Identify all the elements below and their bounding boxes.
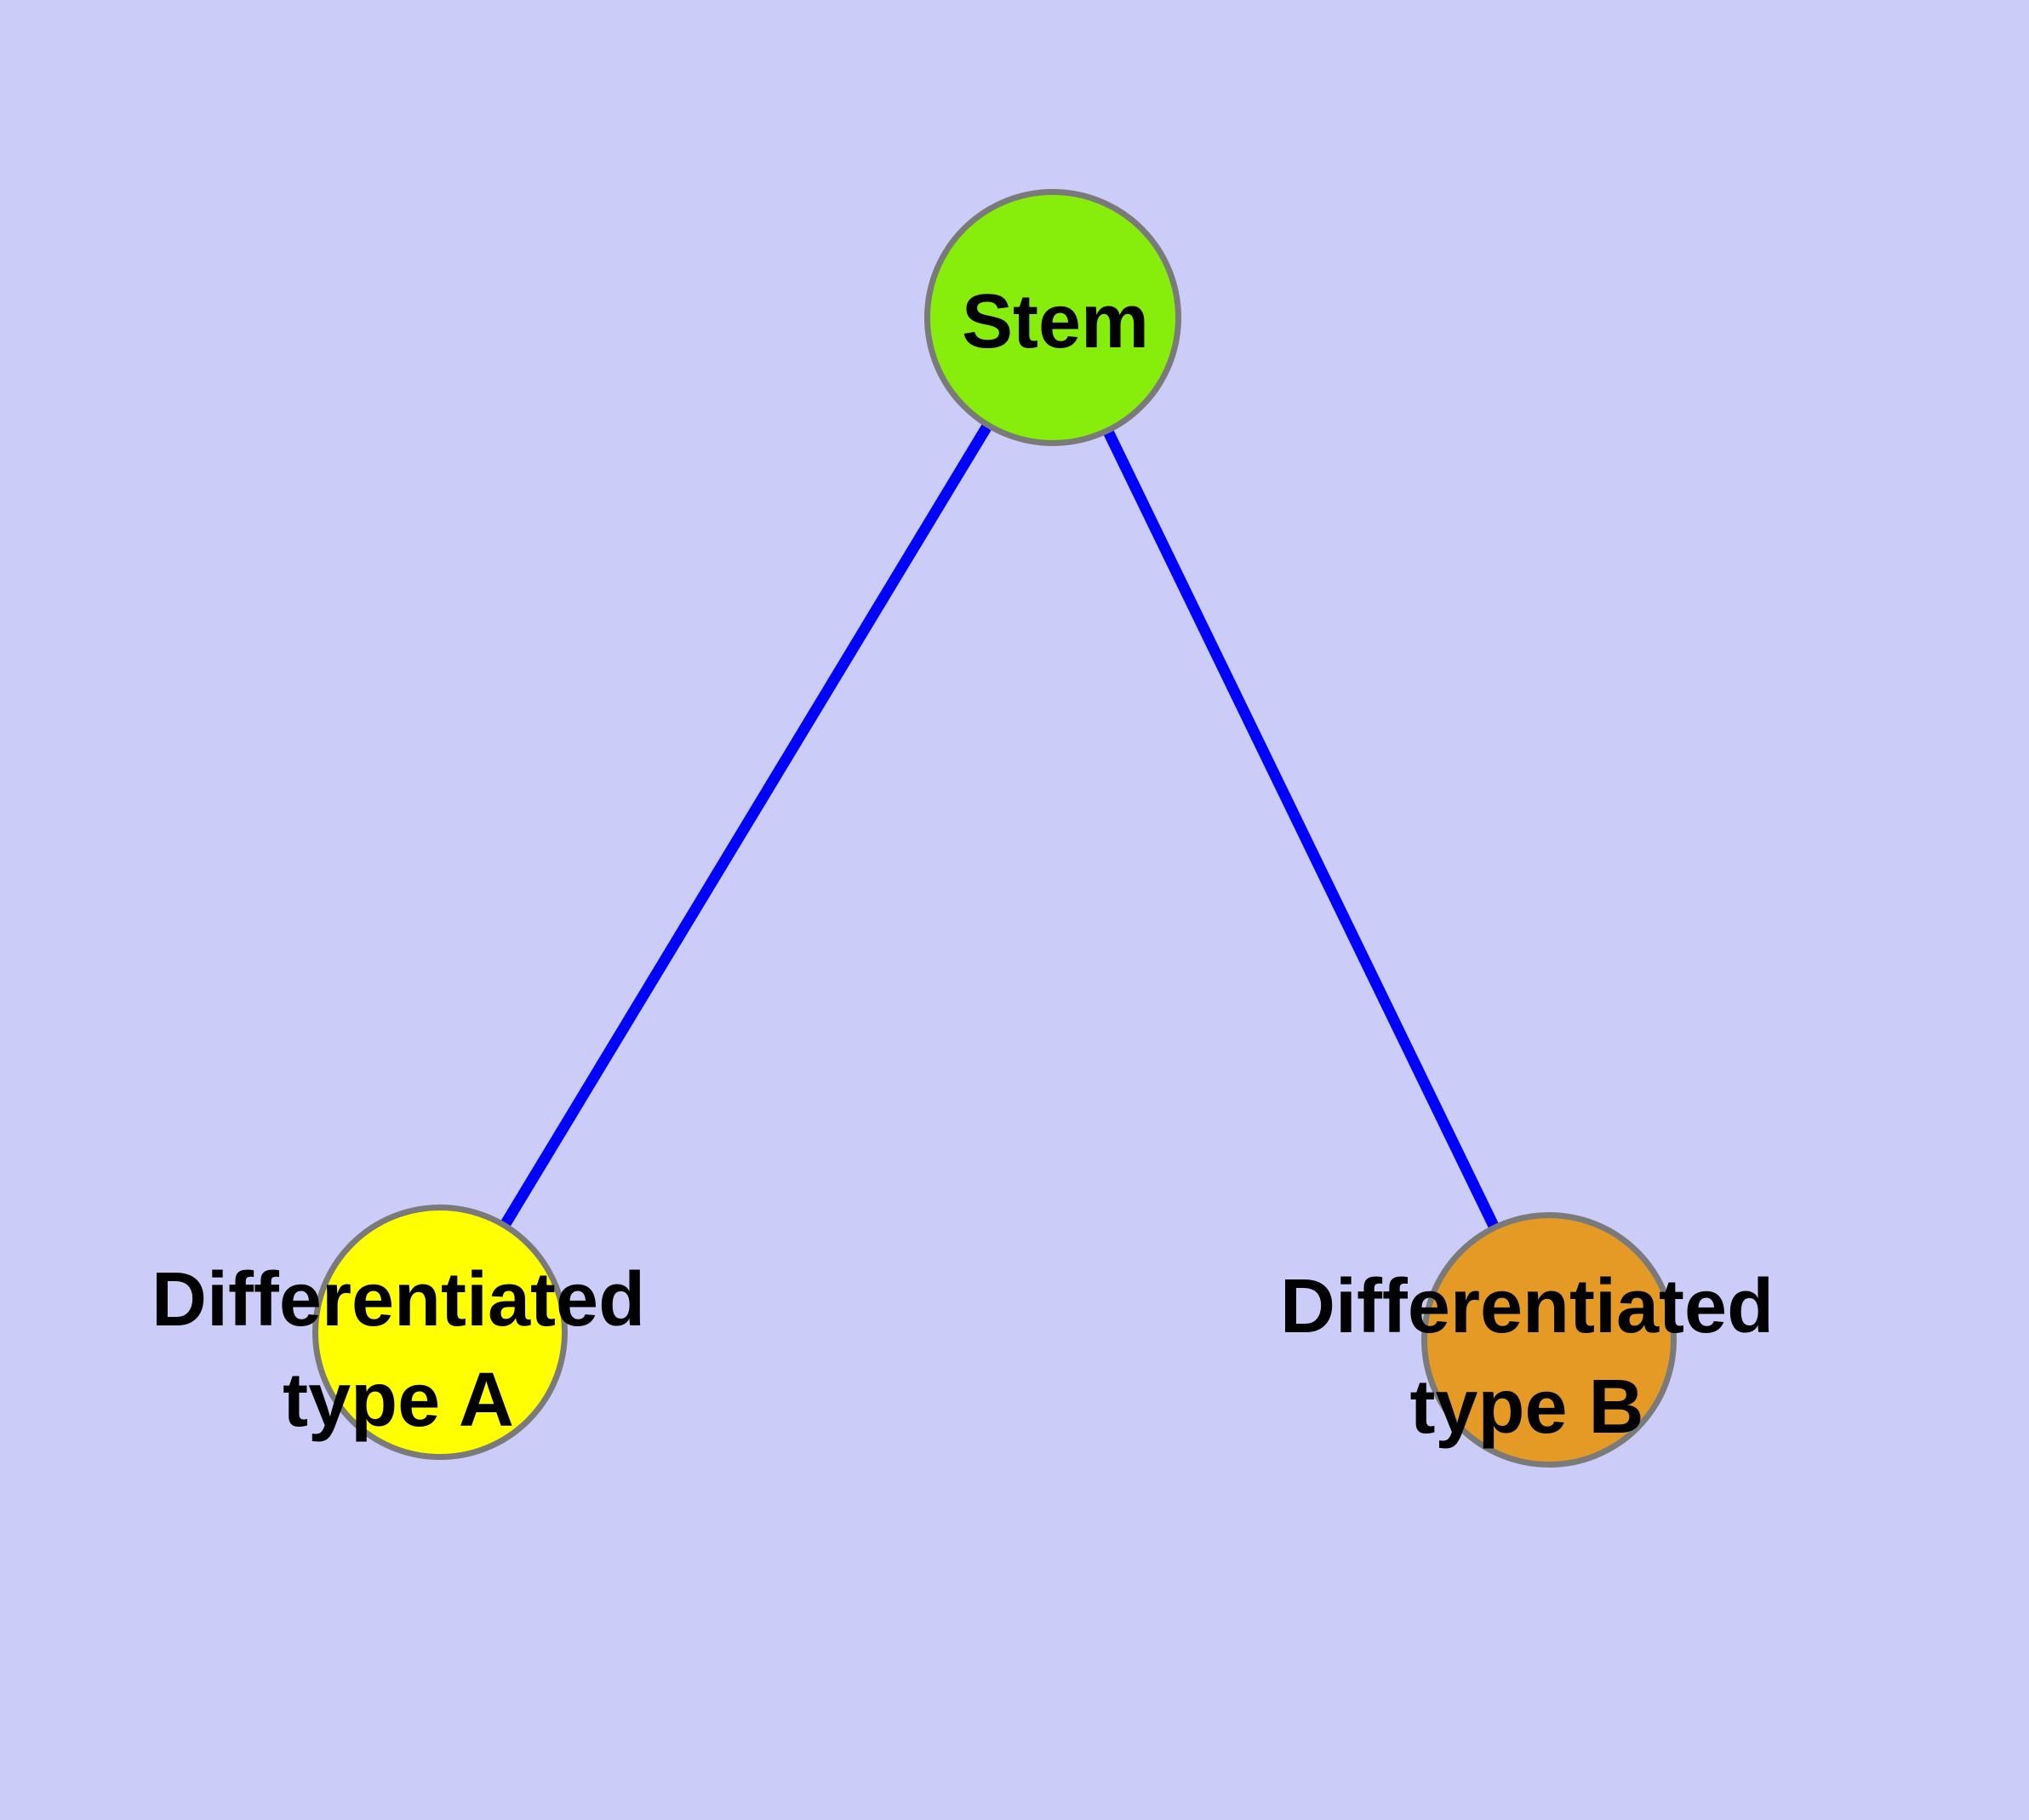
node-type-a-label: Differentiated type A	[151, 1250, 645, 1451]
node-type-b-label-line-2: type B	[1409, 1365, 1644, 1450]
node-type-b-label-line-1: Differentiated	[1279, 1264, 1775, 1349]
node-type-a-label-line-2: type A	[283, 1358, 514, 1443]
edge-stem-to-type-b	[1048, 315, 1554, 1342]
node-type-b-label: Differentiated type B	[1280, 1256, 1774, 1457]
node-stem-label-text: Stem	[961, 279, 1150, 364]
node-stem-label: Stem	[962, 272, 1149, 372]
node-differentiated-type-a	[312, 1205, 568, 1460]
node-differentiated-type-b	[1421, 1212, 1677, 1468]
node-stem	[924, 189, 1181, 446]
node-type-a-label-line-1: Differentiated	[151, 1257, 646, 1342]
edge-stem-to-type-a	[435, 314, 1058, 1336]
